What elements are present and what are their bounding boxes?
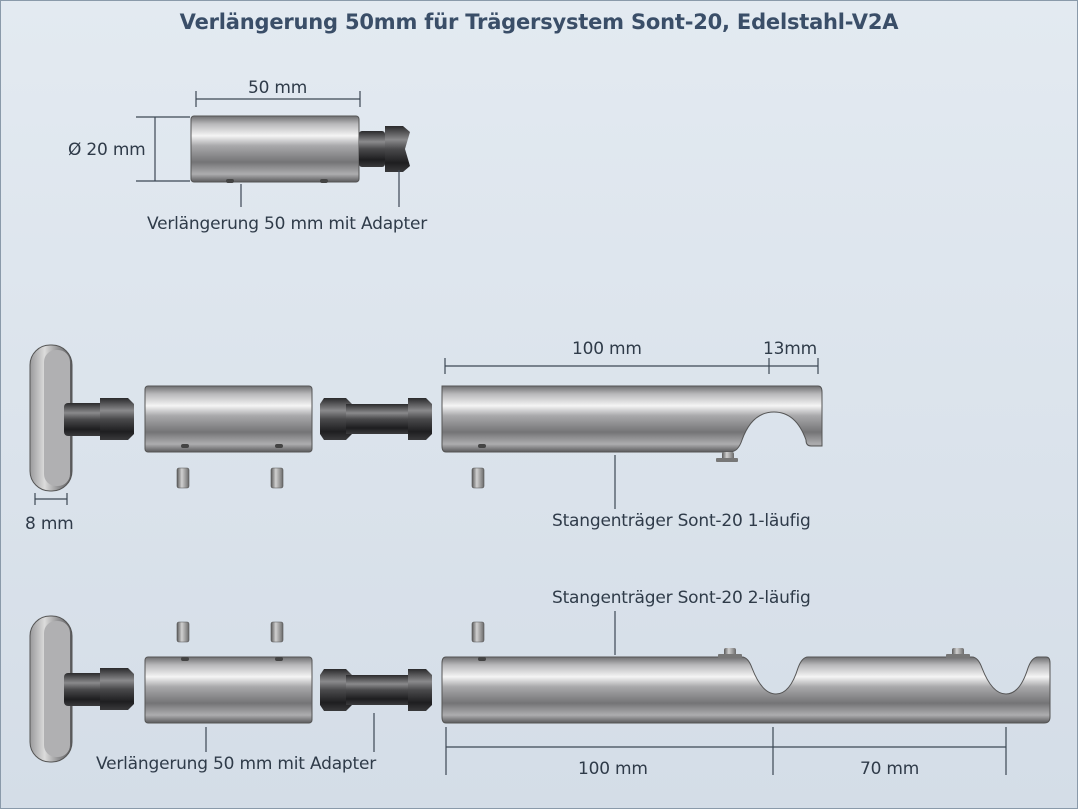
bot-wall-disc bbox=[29, 615, 73, 763]
bot-grub-screws bbox=[176, 621, 485, 643]
mid-part-label: Stangenträger Sont-20 1-läufig bbox=[552, 511, 811, 531]
bot-bracket-2lauefig bbox=[441, 648, 1051, 724]
bot-adapter-label: Verlängerung 50 mm mit Adapter bbox=[96, 754, 377, 774]
bot-adapter-leaders bbox=[205, 713, 375, 752]
mid-length-label: 100 mm bbox=[572, 339, 642, 359]
top-extension-part bbox=[190, 115, 410, 183]
bot-length1-label: 100 mm bbox=[578, 759, 648, 779]
top-length-dimension bbox=[195, 91, 361, 107]
bot-connector-adapter bbox=[320, 669, 432, 711]
mid-base-label: 8 mm bbox=[25, 514, 74, 534]
mid-base-dimension bbox=[34, 493, 68, 505]
bot-extension-part bbox=[144, 656, 313, 724]
bot-length2-label: 70 mm bbox=[860, 759, 920, 779]
mid-length-dimension bbox=[444, 358, 819, 374]
top-length-label: 50 mm bbox=[248, 78, 308, 98]
mid-base-adapter bbox=[64, 398, 134, 440]
mid-grub-screws bbox=[176, 467, 485, 489]
mid-extension-part bbox=[144, 385, 313, 453]
top-leader-lines bbox=[240, 170, 400, 207]
bot-base-adapter bbox=[64, 668, 134, 710]
bot-part-label: Stangenträger Sont-20 2-läufig bbox=[552, 588, 811, 608]
diagram-title: Verlängerung 50mm für Trägersystem Sont-… bbox=[179, 10, 899, 34]
top-diameter-label: Ø 20 mm bbox=[68, 140, 146, 160]
bot-length-dimension bbox=[445, 727, 1007, 775]
top-part-label: Verlängerung 50 mm mit Adapter bbox=[147, 214, 428, 234]
mid-bracket-1lauefig bbox=[441, 385, 823, 462]
mid-connector-adapter bbox=[320, 398, 432, 440]
mid-end-label: 13mm bbox=[763, 339, 817, 359]
top-diameter-dimension bbox=[136, 116, 190, 182]
